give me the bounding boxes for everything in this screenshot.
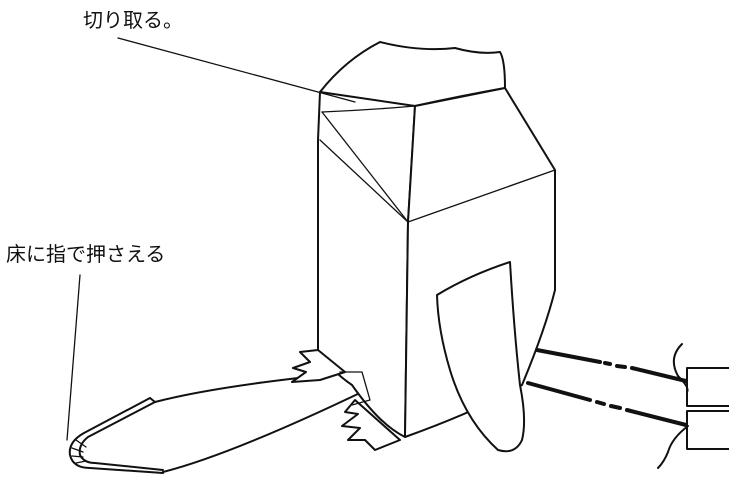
torn-edges — [291, 349, 401, 451]
label-cut-off: 切り取る。 — [83, 8, 183, 32]
label-press-floor: 床に指で押さえる — [6, 242, 166, 266]
right-connectors — [526, 343, 729, 469]
pointer-line-cut — [117, 37, 356, 103]
finger-outline — [68, 371, 363, 474]
pointer-line-press — [66, 274, 81, 441]
carton — [317, 41, 556, 453]
